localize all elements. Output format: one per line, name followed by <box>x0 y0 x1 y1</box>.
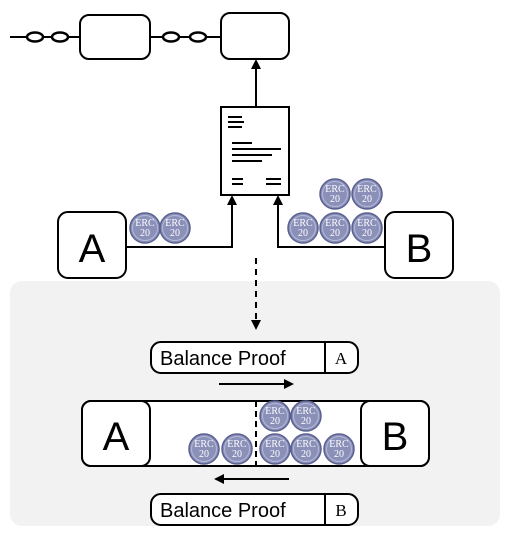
balance-proof-a-signer: A <box>335 349 348 368</box>
erc20-token-label: ERC <box>265 439 285 450</box>
erc20-token-label: 20 <box>170 228 180 239</box>
erc20-token-label: ERC <box>135 218 155 229</box>
block <box>79 14 151 60</box>
erc20-token-label: 20 <box>334 449 344 460</box>
deposit-arrow-a <box>126 195 237 248</box>
erc20-token-label: 20 <box>199 449 209 460</box>
party-b-node: B <box>384 211 454 279</box>
erc20-token-label: ERC <box>325 184 345 195</box>
erc20-token-label: ERC <box>265 406 285 417</box>
erc20-token-label: 20 <box>362 228 372 239</box>
balance-proof-a-label: Balance Proof <box>160 348 286 370</box>
erc20-token-label: 20 <box>330 228 340 239</box>
channel-party-b-label: B <box>382 415 409 459</box>
party-b-label: B <box>406 227 433 271</box>
blockchain <box>10 12 290 60</box>
erc20-token-label: 20 <box>298 228 308 239</box>
erc20-token-label: 20 <box>270 449 280 460</box>
deposit-arrow-b <box>273 195 385 248</box>
erc20-token-label: 20 <box>330 194 340 205</box>
balance-proof-a: Balance Proof A <box>150 341 359 374</box>
block <box>220 12 290 60</box>
channel-party-b-node: B <box>360 400 430 467</box>
erc20-token-label: ERC <box>296 406 316 417</box>
balance-proof-b: Balance Proof B <box>150 493 359 526</box>
erc20-token-label: 20 <box>301 449 311 460</box>
party-a-node: A <box>57 211 127 279</box>
balance-proof-b-label: Balance Proof <box>160 500 286 522</box>
erc20-token-label: ERC <box>296 439 316 450</box>
erc20-token-label: ERC <box>357 218 377 229</box>
erc20-token-label: 20 <box>140 228 150 239</box>
erc20-token-label: 20 <box>301 416 311 427</box>
channel-party-a-node: A <box>81 400 151 467</box>
erc20-token-label: ERC <box>194 439 214 450</box>
erc20-token-label: ERC <box>357 184 377 195</box>
erc20-token-label: ERC <box>227 439 247 450</box>
erc20-token-label: ERC <box>165 218 185 229</box>
party-a-label: A <box>79 227 106 271</box>
chain-link-icon <box>150 31 221 43</box>
erc20-token-label: ERC <box>293 218 313 229</box>
erc20-token-label: 20 <box>362 194 372 205</box>
channel-party-a-label: A <box>103 415 130 459</box>
erc20-token-label: ERC <box>325 218 345 229</box>
erc20-token-label: ERC <box>329 439 349 450</box>
chain-link-icon <box>25 31 80 43</box>
document-icon <box>220 106 290 196</box>
erc20-token-label: 20 <box>232 449 242 460</box>
balance-proof-b-signer: B <box>335 501 346 520</box>
erc20-token-label: 20 <box>270 416 280 427</box>
